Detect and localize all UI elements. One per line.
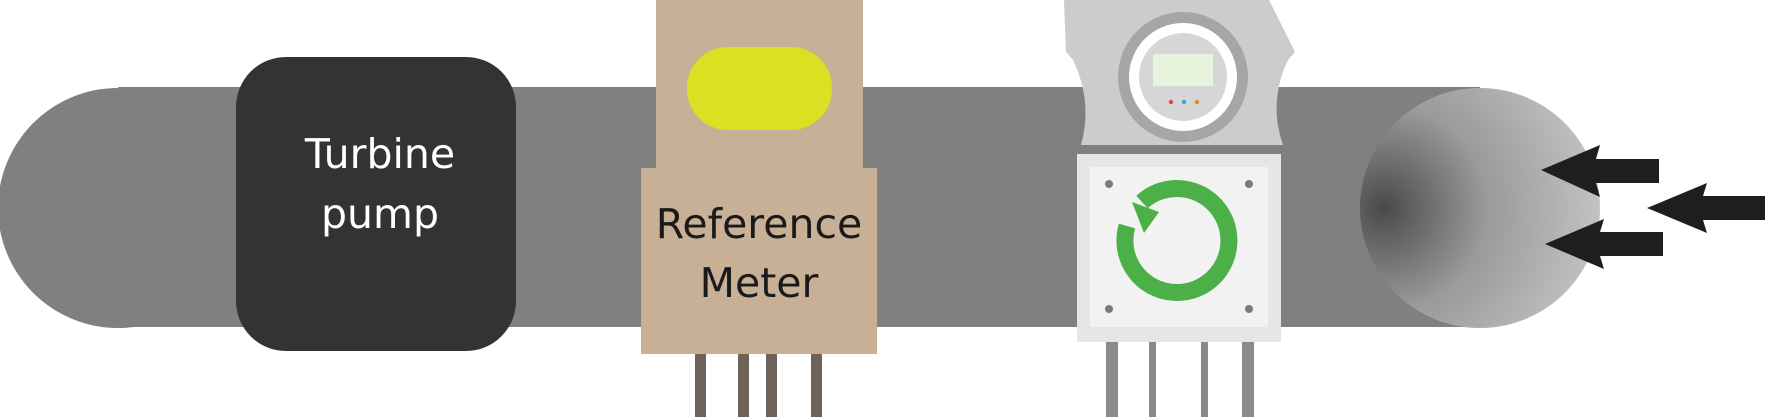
panel-screw [1105, 180, 1113, 188]
meter-leg [1242, 338, 1254, 417]
meter-leg [1201, 338, 1208, 417]
device-under-test[interactable] [1064, 0, 1295, 417]
meter-status-led [1181, 99, 1187, 105]
reference-meter-label-line1: Reference [656, 200, 862, 248]
reference-meter-label-line2: Meter [700, 259, 819, 307]
reference-meter-body [641, 168, 877, 354]
reference-meter[interactable]: Reference Meter [641, 0, 877, 417]
reference-meter-indicator [687, 47, 832, 130]
panel-screw [1245, 180, 1253, 188]
flow-arrows [1541, 145, 1765, 269]
reference-meter-leg [811, 350, 822, 417]
meter-leg [1149, 338, 1156, 417]
meter-leg [1106, 338, 1118, 417]
meter-status-led [1194, 99, 1200, 105]
reference-meter-leg [695, 350, 706, 417]
arrow-icon [1541, 145, 1659, 197]
turbine-pump[interactable]: Turbine pump [236, 57, 516, 351]
rotation-arrow-icon [1116, 180, 1238, 302]
panel-screw [1245, 305, 1253, 313]
arrow-icon [1647, 183, 1765, 233]
turbine-pump-label-line1: Turbine [304, 130, 455, 178]
panel-screw [1105, 305, 1113, 313]
reference-meter-leg [766, 350, 777, 417]
meter-status-led [1168, 99, 1174, 105]
reference-meter-leg [738, 350, 749, 417]
turbine-pump-body [236, 57, 516, 351]
arrow-icon [1545, 219, 1663, 269]
meter-display [1153, 54, 1213, 86]
pipe-end-cap [1360, 88, 1600, 328]
turbine-pump-label-line2: pump [321, 190, 439, 238]
